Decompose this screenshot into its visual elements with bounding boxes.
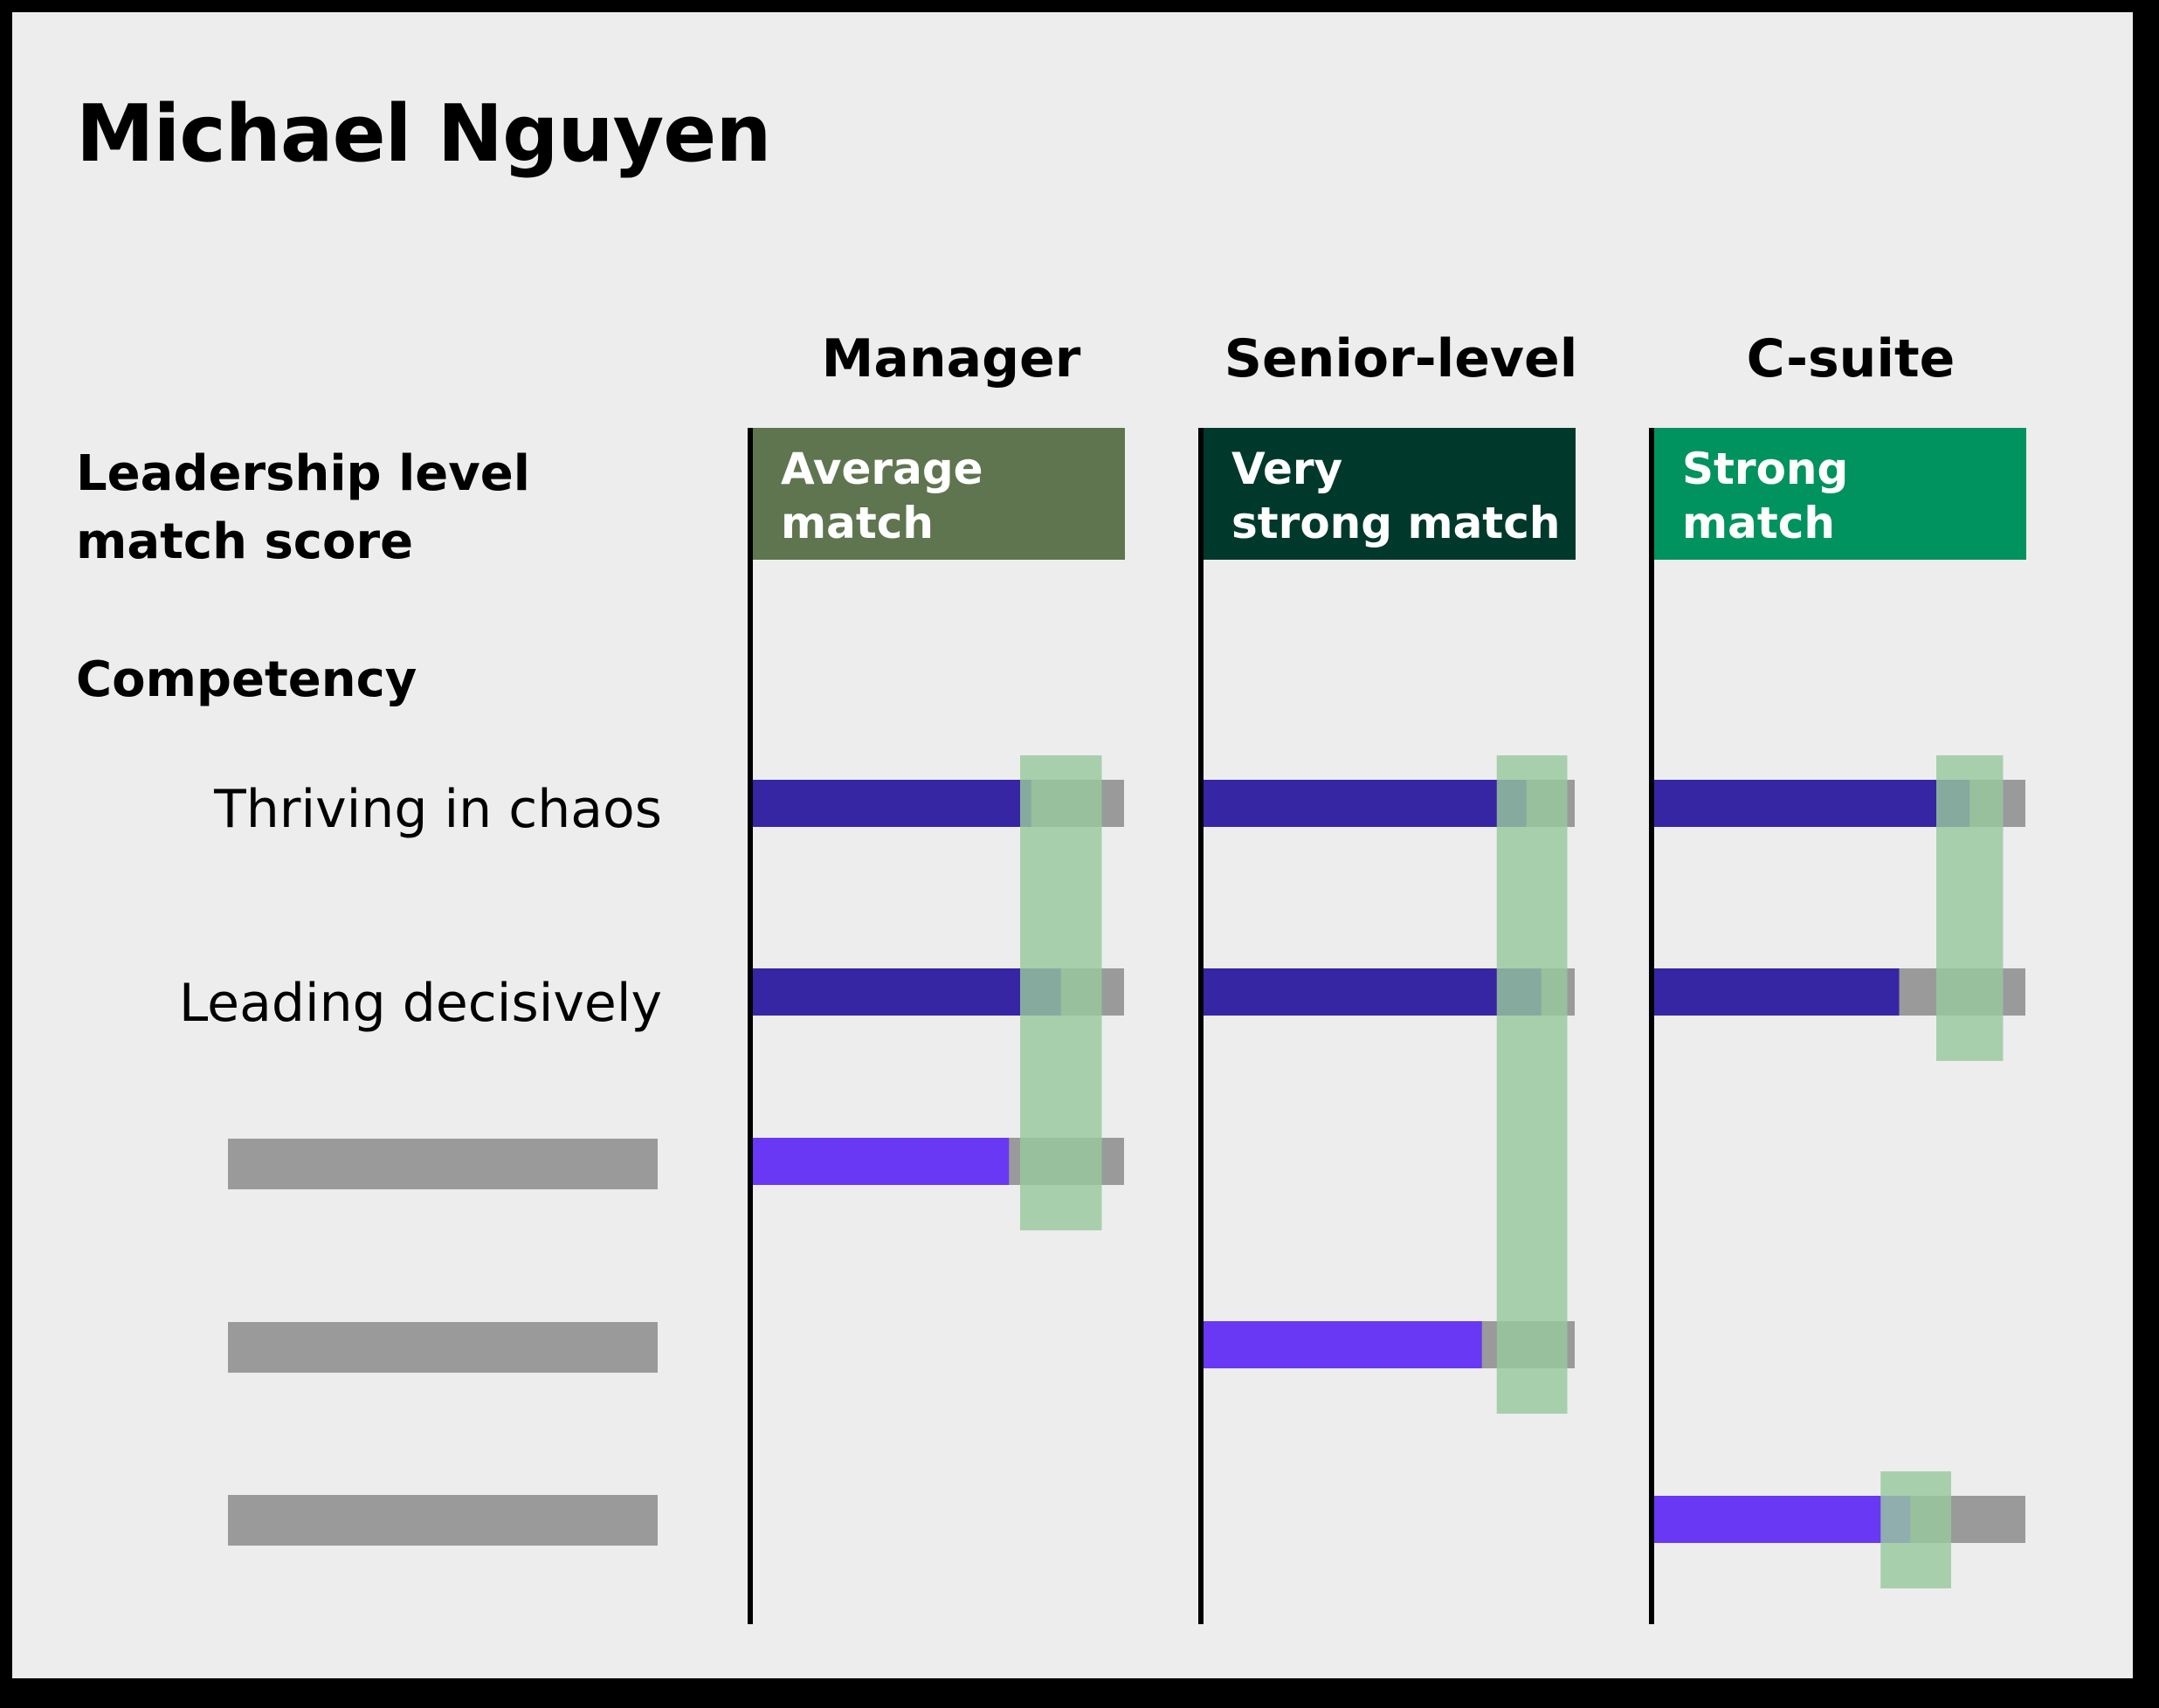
competency-bar	[1654, 968, 1900, 1016]
competency-bar	[1204, 1321, 1482, 1368]
competency-bar	[1654, 1496, 1911, 1543]
competency-bar	[753, 968, 1061, 1016]
competency-section-label: Competency	[76, 651, 417, 708]
target-range-band	[1020, 755, 1102, 1230]
target-range-band	[1880, 1471, 1951, 1588]
column-header-c-suite: C-suite	[1746, 328, 1956, 389]
competency-bar	[1204, 968, 1542, 1016]
score-text-line1: Very	[1231, 444, 1343, 494]
page-title: Michael Nguyen	[76, 88, 771, 180]
score-text-line1: Average	[781, 444, 983, 494]
competency-label-leading-decisively: Leading decisively	[178, 973, 662, 1034]
score-label-line2: match score	[76, 513, 414, 570]
report-card: Michael Nguyen Manager Senior-level C-su…	[12, 12, 2133, 1678]
score-box-c-suite: Strong match	[1652, 428, 2026, 560]
score-box-manager: Average match	[751, 428, 1125, 560]
competency-bar	[753, 1138, 1010, 1185]
score-label-line1: Leadership level	[76, 445, 530, 502]
column-header-manager: Manager	[821, 328, 1081, 389]
redacted-competency-label	[228, 1139, 658, 1189]
competency-label-thriving-in-chaos: Thriving in chaos	[214, 779, 662, 840]
score-text-line2: strong match	[1231, 498, 1561, 548]
axis-line-manager	[748, 428, 753, 1624]
competency-bar	[1654, 780, 1970, 827]
competency-bar	[1204, 780, 1527, 827]
score-section-label: Leadership level match score	[76, 440, 530, 576]
axis-line-senior-level	[1198, 428, 1204, 1624]
score-text-line2: match	[1682, 498, 1835, 548]
competency-bar-chart	[753, 755, 2025, 1588]
score-text-line2: match	[781, 498, 934, 548]
score-text-line1: Strong	[1682, 444, 1849, 494]
axis-line-c-suite	[1649, 428, 1654, 1624]
competency-bar	[753, 780, 1031, 827]
score-box-senior-level: Very strong match	[1202, 428, 1576, 560]
redacted-competency-label	[228, 1322, 658, 1373]
target-range-band	[1936, 755, 2004, 1061]
target-range-band	[1496, 755, 1568, 1414]
column-header-senior-level: Senior-level	[1224, 328, 1578, 389]
redacted-competency-label	[228, 1495, 658, 1546]
